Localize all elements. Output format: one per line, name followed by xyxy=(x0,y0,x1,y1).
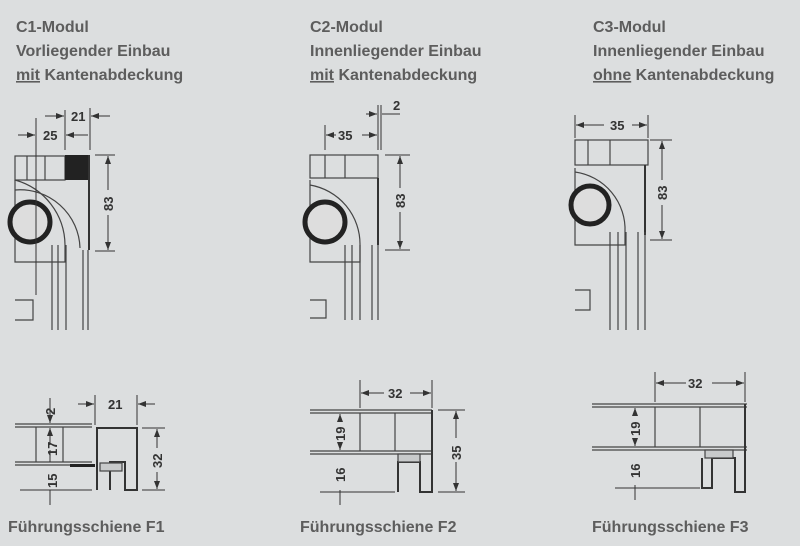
c2-emph: mit xyxy=(310,67,335,84)
c1-cover: mit Kantenabdeckung xyxy=(16,67,183,84)
c2-title: C2-Modul xyxy=(310,19,383,36)
c3-module-drawing: 35 83 xyxy=(568,115,672,330)
c3-emph: ohne xyxy=(593,67,631,84)
dim-f3-32: 32 xyxy=(688,376,702,391)
c1-title: C1-Modul xyxy=(16,19,89,36)
c1-title-block: C1-Modul Vorliegender Einbau mit Kantena… xyxy=(16,19,183,84)
c3-cover: ohne Kantenabdeckung xyxy=(593,67,774,84)
dim-f2-32: 32 xyxy=(388,386,402,401)
c1-module-drawing: 21 25 83 xyxy=(7,108,116,330)
f2-rail-drawing: 32 19 16 35 xyxy=(310,380,465,505)
c3-mounting: Innenliegender Einbau xyxy=(593,43,765,60)
c3-title: C3-Modul xyxy=(593,19,666,36)
dim-c3-35: 35 xyxy=(610,118,624,133)
f1-rail-drawing: 2 17 15 21 32 xyxy=(15,395,165,505)
caption-f3: Führungsschiene F3 xyxy=(592,519,749,536)
dim-c2-35: 35 xyxy=(338,128,352,143)
c2-cover: mit Kantenabdeckung xyxy=(310,67,477,84)
dim-f1-32: 32 xyxy=(150,454,165,468)
f3-rail-drawing: 32 19 16 xyxy=(592,372,747,500)
dim-f3-16: 16 xyxy=(628,464,643,478)
c2-module-drawing: 2 35 83 xyxy=(302,98,410,320)
dim-f1-15: 15 xyxy=(45,474,60,488)
dim-c1-21: 21 xyxy=(71,109,85,124)
dim-c1-25: 25 xyxy=(43,128,57,143)
caption-f1: Führungsschiene F1 xyxy=(8,519,165,536)
caption-f2: Führungsschiene F2 xyxy=(300,519,457,536)
dim-f2-16: 16 xyxy=(333,468,348,482)
dim-c3-83: 83 xyxy=(655,186,670,200)
dim-c1-83: 83 xyxy=(101,197,116,211)
dim-c2-83: 83 xyxy=(393,194,408,208)
dim-f3-19: 19 xyxy=(628,422,643,436)
dim-f1-17: 17 xyxy=(45,442,60,456)
c1-emph: mit xyxy=(16,67,41,84)
c2-mounting: Innenliegender Einbau xyxy=(310,43,482,60)
dim-f2-19: 19 xyxy=(333,427,348,441)
c1-mounting: Vorliegender Einbau xyxy=(16,43,170,60)
c2-rest: Kantenabdeckung xyxy=(338,67,477,84)
dim-f1-21: 21 xyxy=(108,397,122,412)
c2-title-block: C2-Modul Innenliegender Einbau mit Kante… xyxy=(310,19,482,84)
dim-c2-2: 2 xyxy=(393,98,400,113)
c3-rest: Kantenabdeckung xyxy=(636,67,775,84)
c1-rest: Kantenabdeckung xyxy=(44,67,183,84)
c3-title-block: C3-Modul Innenliegender Einbau ohne Kant… xyxy=(593,19,774,84)
dim-f2-35: 35 xyxy=(449,446,464,460)
dim-f1-2: 2 xyxy=(43,408,58,415)
